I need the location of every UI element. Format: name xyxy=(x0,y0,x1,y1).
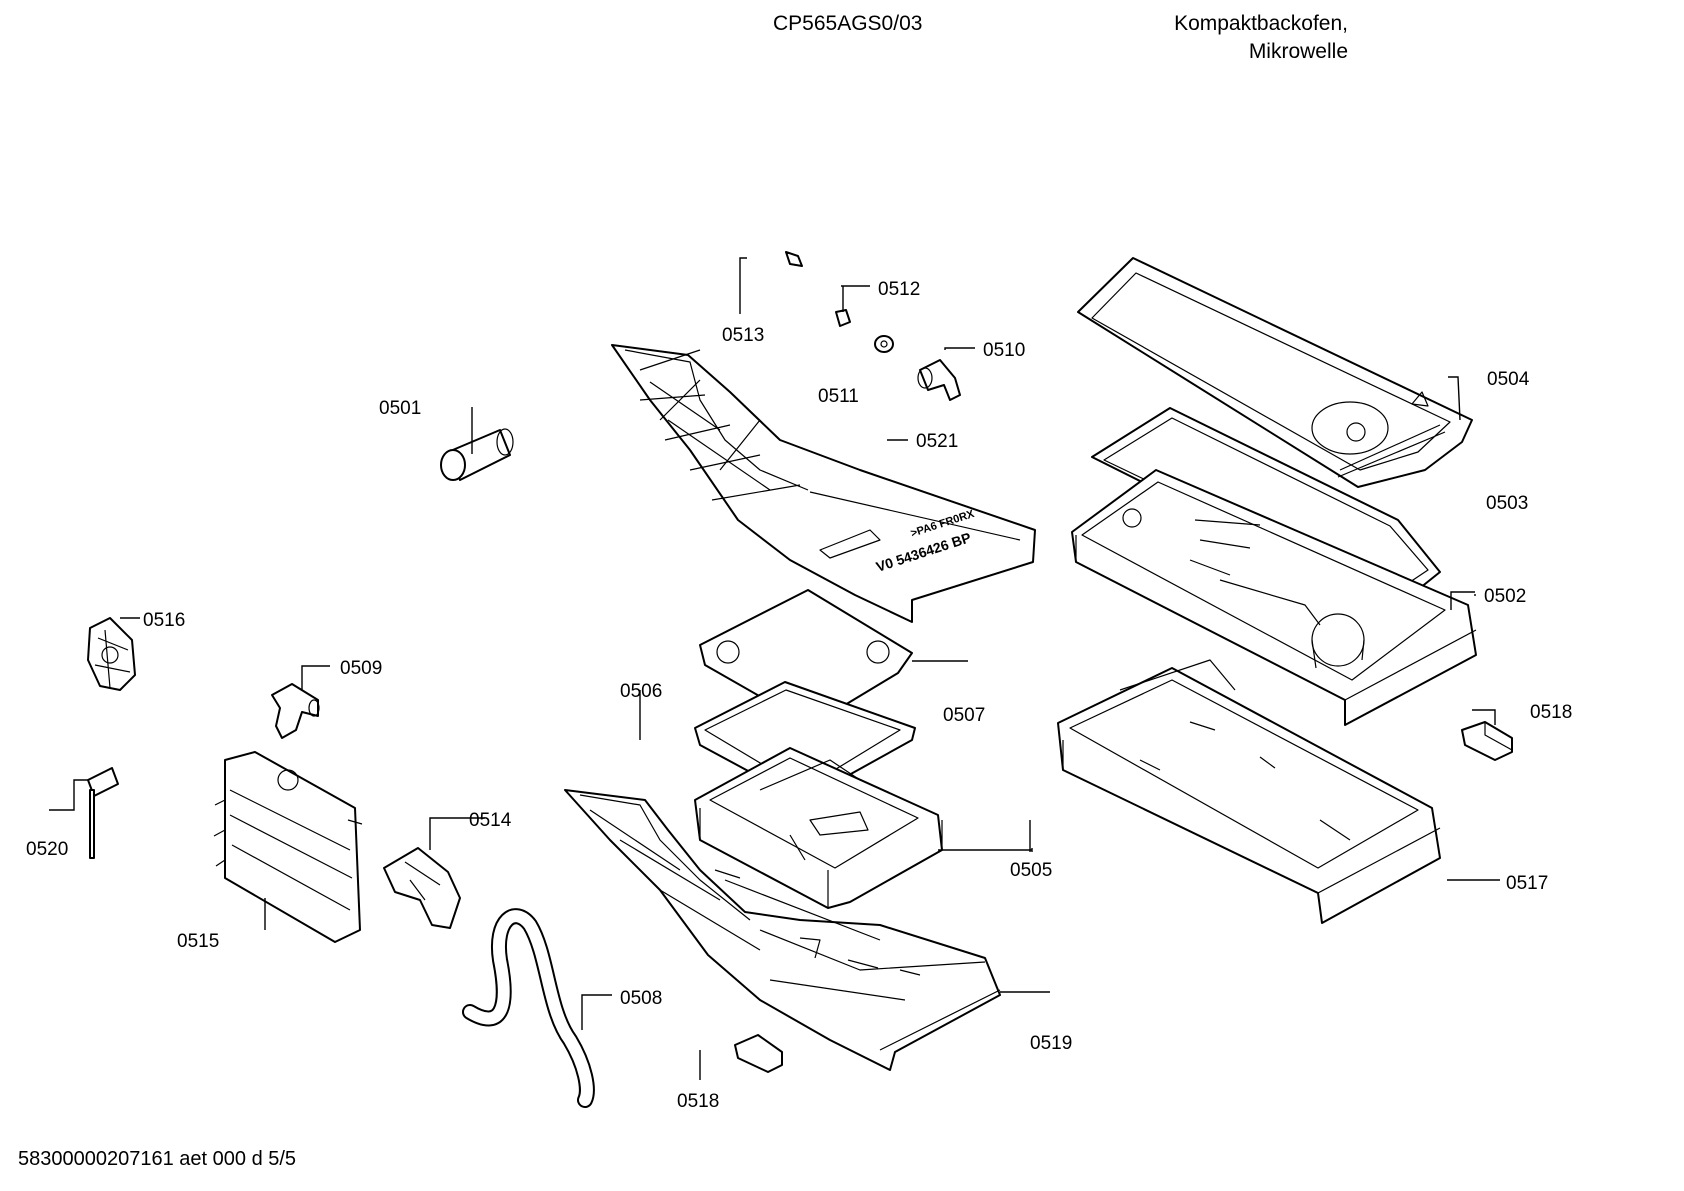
part-0511-washer xyxy=(874,335,894,353)
label-0518-right: 0518 xyxy=(1530,702,1572,723)
label-0506: 0506 xyxy=(620,681,662,702)
label-0508: 0508 xyxy=(620,988,662,1009)
part-0512-nut xyxy=(835,309,851,327)
part-0513-screw xyxy=(785,251,803,267)
label-0503: 0503 xyxy=(1486,493,1528,514)
label-0504: 0504 xyxy=(1487,369,1530,390)
label-0518-lower: 0518 xyxy=(677,1091,719,1112)
part-0518-clip-lower xyxy=(734,1034,783,1073)
label-0516: 0516 xyxy=(143,610,185,631)
label-0510: 0510 xyxy=(983,340,1025,361)
label-0519: 0519 xyxy=(1030,1033,1072,1054)
part-0519-lower-duct-frame xyxy=(564,789,1001,1071)
part-0507-plate xyxy=(699,589,913,726)
leader-lines xyxy=(49,257,1500,1080)
label-0511: 0511 xyxy=(818,386,859,407)
part-0515-heating-block xyxy=(213,751,363,943)
appliance-description-line-2: Mikrowelle xyxy=(1248,40,1348,63)
part-0505-cavity-box xyxy=(694,747,943,909)
part-0518-clip-right xyxy=(1461,721,1513,761)
label-0517: 0517 xyxy=(1506,873,1548,894)
label-0509: 0509 xyxy=(340,658,382,679)
label-0501: 0501 xyxy=(379,398,421,419)
part-0510-elbow xyxy=(917,359,961,401)
label-0515: 0515 xyxy=(177,931,219,952)
label-0505: 0505 xyxy=(1010,860,1052,881)
part-0508-hose xyxy=(462,908,595,1108)
label-0521: 0521 xyxy=(916,431,958,452)
part-0502-tray xyxy=(1071,469,1477,726)
label-0512: 0512 xyxy=(878,279,920,300)
appliance-description-line-1: Kompaktbackofen, xyxy=(1174,12,1348,35)
part-0517-lower-tray xyxy=(1057,659,1441,924)
part-0501-cylinder xyxy=(440,428,514,481)
document-footer-code: 58300000207161 aet 000 d 5/5 xyxy=(18,1148,297,1170)
label-0520: 0520 xyxy=(26,839,68,860)
part-0504-cover-plate xyxy=(1077,257,1473,488)
part-0521-air-duct: V0 5436426 BP >PA6 FR0RX xyxy=(611,344,1036,623)
part-0509-elbow xyxy=(271,683,320,739)
part-0514-bracket xyxy=(383,847,461,929)
part-0516-bracket xyxy=(87,617,136,691)
model-number: CP565AGS0/03 xyxy=(773,12,923,35)
label-0513: 0513 xyxy=(722,325,764,346)
part-0520-pin xyxy=(87,767,119,859)
label-0507: 0507 xyxy=(943,705,985,726)
label-0514: 0514 xyxy=(469,810,512,831)
label-0502: 0502 xyxy=(1484,586,1526,607)
